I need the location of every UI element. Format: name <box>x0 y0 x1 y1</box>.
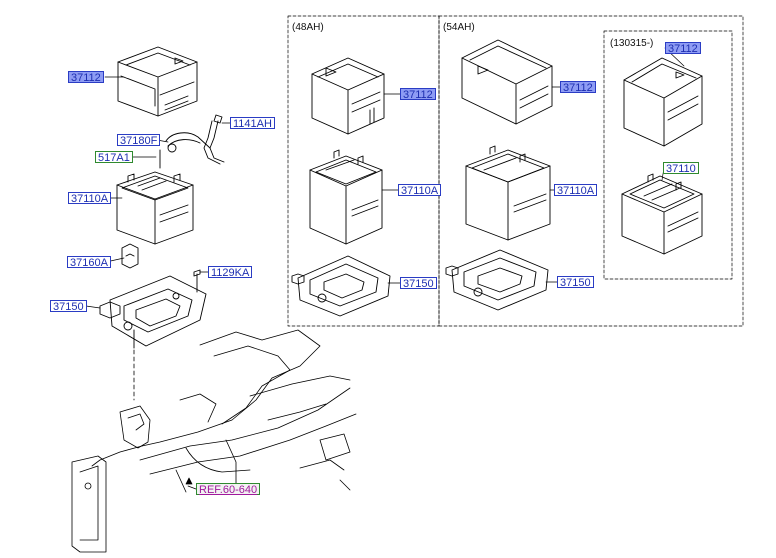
label-p48-tray-37112[interactable]: 37112 <box>400 88 436 101</box>
label-p48-base-37150[interactable]: 37150 <box>400 277 437 290</box>
label-main-battery-37110a[interactable]: 37110A <box>68 192 112 205</box>
panel-48ah-caption: (48AH) <box>292 22 324 33</box>
label-p54-tray-37112[interactable]: 37112 <box>560 81 596 94</box>
p48-tray-drawing <box>311 57 385 135</box>
label-p54-base-37150[interactable]: 37150 <box>557 276 594 289</box>
label-main-517a1[interactable]: 517A1 <box>95 151 133 164</box>
label-main-bracket-37180f[interactable]: 37180F <box>117 134 161 147</box>
label-main-bolt-1141ah[interactable]: 1141AH <box>230 117 275 130</box>
panel-130315-caption: (130315-) <box>610 38 654 49</box>
panel-54ah-frame <box>438 15 744 327</box>
p48-base-drawing <box>291 255 391 317</box>
label-p130-tray-37112[interactable]: 37112 <box>665 42 701 55</box>
panel-130315-frame <box>603 30 733 280</box>
main-base-drawing <box>99 275 207 349</box>
panel-54ah-caption: (54AH) <box>443 22 475 33</box>
main-cable-drawing <box>159 114 225 169</box>
p130-tray-drawing <box>623 57 703 147</box>
label-p130-battery-37110[interactable]: 37110 <box>663 162 699 175</box>
label-main-tray-37112[interactable]: 37112 <box>68 71 104 84</box>
p54-battery-drawing <box>465 145 551 241</box>
p130-battery-drawing <box>621 173 703 255</box>
p54-tray-drawing <box>461 39 553 125</box>
main-tray-drawing <box>117 46 198 117</box>
label-main-base-37150[interactable]: 37150 <box>50 300 87 313</box>
label-main-bolt-1129ka[interactable]: 1129KA <box>208 266 253 279</box>
main-battery-drawing <box>116 171 194 245</box>
p54-base-drawing <box>445 249 549 311</box>
label-main-clamp-37160a[interactable]: 37160A <box>67 256 111 269</box>
label-p48-battery-37110a[interactable]: 37110A <box>398 184 442 197</box>
leader-lines <box>85 47 685 490</box>
link-ref-60-640[interactable]: REF.60-640 <box>196 483 261 496</box>
label-p54-battery-37110a[interactable]: 37110A <box>554 184 598 197</box>
vehicle-frame-drawing <box>71 329 357 553</box>
p48-battery-drawing <box>309 149 383 245</box>
